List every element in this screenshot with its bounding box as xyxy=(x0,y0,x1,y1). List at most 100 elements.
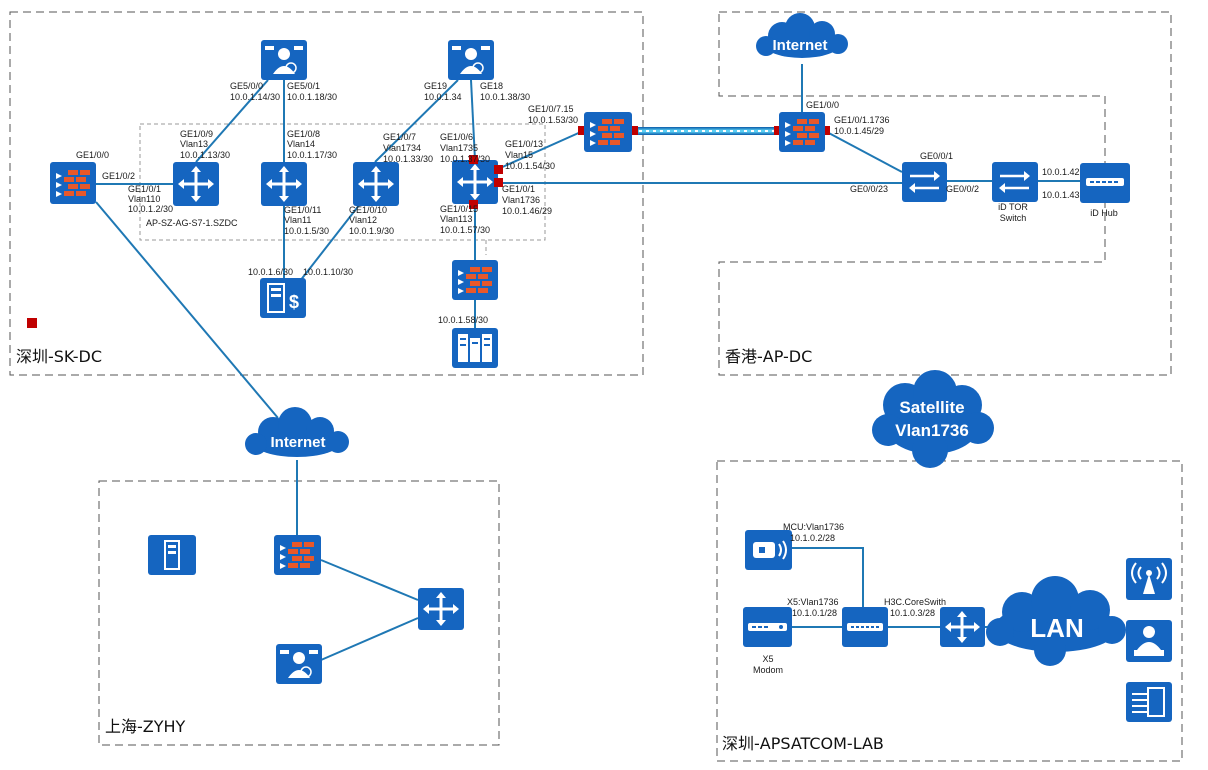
switch-icon[interactable] xyxy=(902,162,947,202)
vpn-tunnel xyxy=(632,127,780,135)
port-label: GE0/0/1 xyxy=(920,151,953,161)
router-icon[interactable] xyxy=(261,162,307,206)
port-markers xyxy=(469,126,830,209)
internet-cloud-label: Internet xyxy=(772,37,827,54)
hub-icon[interactable] xyxy=(1080,163,1130,203)
port-label: GE18 xyxy=(480,81,503,91)
port-label: GE1/0/0 xyxy=(806,100,839,110)
server-icon[interactable] xyxy=(148,535,196,575)
ip-label: 10.0.1.45/29 xyxy=(834,126,884,136)
lan-cloud-icon xyxy=(986,576,1126,666)
port-label: GE1/0/0 xyxy=(76,150,109,160)
device-name-label: iD TOR xyxy=(998,202,1028,212)
ip-label: 10.0.1.33/30 xyxy=(383,154,433,164)
port-label: GE1/0/10 xyxy=(349,205,387,215)
device-name-label: iD Hub xyxy=(1090,208,1118,218)
ip-label: 10.0.1.17/30 xyxy=(287,150,337,160)
firewall-icon[interactable] xyxy=(452,260,498,300)
wireless-ap-icon[interactable] xyxy=(1126,558,1172,600)
ip-label: 10.0.1.42 xyxy=(1042,167,1080,177)
port-label: GE1/0/15 xyxy=(440,204,478,214)
port-label: GE1/0/1.1736 xyxy=(834,115,890,125)
port-label: GE1/0/1 xyxy=(128,184,161,194)
firewall-icon[interactable] xyxy=(584,112,632,152)
firewall-icon[interactable] xyxy=(779,112,825,152)
device-name-label: X5 xyxy=(762,654,773,664)
vlan-label: Vlan15 xyxy=(505,150,533,160)
zone-box-hongkong-dc xyxy=(718,11,1172,376)
user-pc-icon[interactable] xyxy=(1126,620,1172,662)
mcu-icon[interactable] xyxy=(745,530,792,570)
ip-label: 10.1.0.1/28 xyxy=(792,608,837,618)
user-server-icon[interactable] xyxy=(448,40,494,80)
router-icon[interactable] xyxy=(418,588,464,630)
ip-label: 10.0.1.9/30 xyxy=(349,226,394,236)
internet-cloud-icon xyxy=(756,13,848,58)
ip-label: 10.0.1.43 xyxy=(1042,190,1080,200)
zone-label-apsatcom-lab: 深圳-APSATCOM-LAB xyxy=(722,734,884,753)
zone-label-shanghai: 上海-ZYHY xyxy=(105,717,186,736)
modem-icon[interactable] xyxy=(743,607,792,647)
port-label: GE1/0/1 xyxy=(502,184,535,194)
firewall-icon[interactable] xyxy=(274,535,321,575)
zone-box-shenzhen-dc xyxy=(9,11,644,376)
port-label: GE1/0/6 xyxy=(440,132,473,142)
ip-label: 10.0.1.57/30 xyxy=(440,225,490,235)
device-name-label: Modom xyxy=(753,665,783,675)
device-name-label: H3C.CoreSwith xyxy=(884,597,946,607)
ip-label: 10.0.1.14/30 xyxy=(230,92,280,102)
router-icon[interactable] xyxy=(173,162,219,206)
port-label: GE1/0/11 xyxy=(284,205,321,215)
router-icon[interactable] xyxy=(452,160,498,204)
lan-cloud-label: LAN xyxy=(1030,613,1083,643)
satellite-cloud-icon xyxy=(872,370,994,468)
vlan-label: Vlan12 xyxy=(349,215,377,225)
router-icon[interactable] xyxy=(353,162,399,206)
zone-label-hongkong-dc: 香港-AP-DC xyxy=(725,347,812,366)
server-rack-icon[interactable] xyxy=(452,328,498,368)
vlan-label: Vlan14 xyxy=(287,139,315,149)
ip-label: 10.0.1.46/29 xyxy=(502,206,552,216)
ip-label: 10.0.1.18/30 xyxy=(287,92,337,102)
router-icon[interactable] xyxy=(940,607,985,647)
vlan-label: Vlan11 xyxy=(284,215,311,225)
port-label: GE1/0/8 xyxy=(287,129,320,139)
firewall-icon[interactable] xyxy=(50,162,96,204)
satellite-cloud-vlan: Vlan1736 xyxy=(895,421,969,440)
links xyxy=(95,64,1080,661)
user-server-icon[interactable] xyxy=(261,40,307,80)
port-label: GE5/0/1 xyxy=(287,81,320,91)
vlan-label: Vlan1734 xyxy=(383,143,421,153)
switch-icon[interactable] xyxy=(992,162,1038,202)
patch-panel-icon[interactable] xyxy=(1126,682,1172,722)
vlan-label: Vlan1735 xyxy=(440,143,478,153)
vlan-label: Vlan1736 xyxy=(502,195,540,205)
ip-label: 10.0.1.13/30 xyxy=(180,150,230,160)
billing-server-icon[interactable]: $ xyxy=(260,278,306,318)
device-name-label: Switch xyxy=(1000,213,1027,223)
ip-label: 10.0.1.38/30 xyxy=(480,92,530,102)
zone-box-apsatcom-lab xyxy=(716,460,1183,762)
ip-label: 10.0.1.10/30 xyxy=(303,267,353,277)
port-label: GE1/0/7.15 xyxy=(528,104,574,114)
vlan-label: Vlan113 xyxy=(440,214,472,224)
port-label: GE5/0/0 xyxy=(230,81,263,91)
ip-label: 10.0.1.5/30 xyxy=(284,226,329,236)
stack-name-label: AP-SZ-AG-S7-1.SZDC xyxy=(146,218,238,228)
vlan-label: X5:Vlan1736 xyxy=(787,597,839,607)
hub-icon[interactable] xyxy=(842,607,888,647)
legend-port-marker xyxy=(27,318,37,328)
vlan-label: MCU:Vlan1736 xyxy=(783,522,844,532)
port-label: GE1/0/7 xyxy=(383,132,416,142)
ip-label: 10.0.1.37/30 xyxy=(440,154,490,164)
port-label: GE1/0/13 xyxy=(505,139,543,149)
user-server-icon[interactable] xyxy=(276,644,322,684)
ip-label: 10.0.1.53/30 xyxy=(528,115,578,125)
port-labels: GE1/0/0 GE1/0/2 GE1/0/1 Vlan110 10.0.1.2… xyxy=(76,81,1118,675)
svg-text:$: $ xyxy=(289,292,299,312)
ip-label: 10.0.1.6/30 xyxy=(248,267,293,277)
vlan-label: Vlan110 xyxy=(128,194,160,204)
port-label: GE0/0/23 xyxy=(850,184,888,194)
zone-box-shanghai xyxy=(98,480,500,746)
